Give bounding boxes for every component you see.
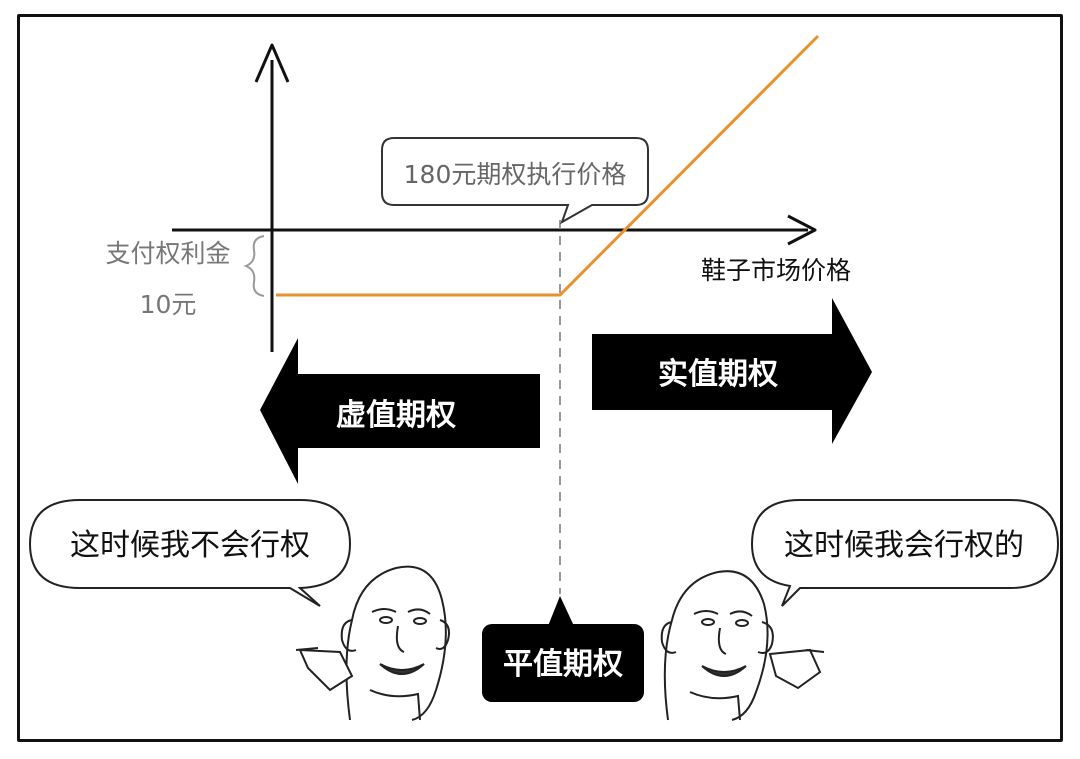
cartoon-man-left xyxy=(295,565,450,721)
at-the-money-pointer xyxy=(548,596,574,626)
strike-callout-text: 180元期权执行价格 xyxy=(404,160,627,189)
diagram-frame xyxy=(17,14,1063,742)
at-the-money-label: 平值期权 xyxy=(503,647,623,682)
in-the-money-label: 实值期权 xyxy=(658,357,778,392)
x-axis-arrowhead xyxy=(787,214,817,246)
at-the-money-box xyxy=(482,624,644,702)
premium-value: 10元 xyxy=(140,290,197,319)
strike-callout-bubble xyxy=(381,137,649,225)
out-of-money-arrow xyxy=(260,338,540,484)
speech-bubble-left xyxy=(28,499,352,607)
payoff-line xyxy=(276,34,820,297)
x-axis-label: 鞋子市场价格 xyxy=(701,256,851,285)
premium-brace xyxy=(243,235,265,297)
in-the-money-arrow xyxy=(592,298,872,444)
speech-text-right: 这时候我会行权的 xyxy=(784,528,1024,563)
cartoon-man-right xyxy=(660,570,825,721)
y-axis-arrowhead xyxy=(254,43,290,83)
premium-label: 支付权利金 xyxy=(105,239,230,268)
out-of-money-label: 虚值期权 xyxy=(336,398,456,433)
speech-bubble-right xyxy=(750,499,1060,607)
speech-text-left: 这时候我不会行权 xyxy=(70,528,310,563)
